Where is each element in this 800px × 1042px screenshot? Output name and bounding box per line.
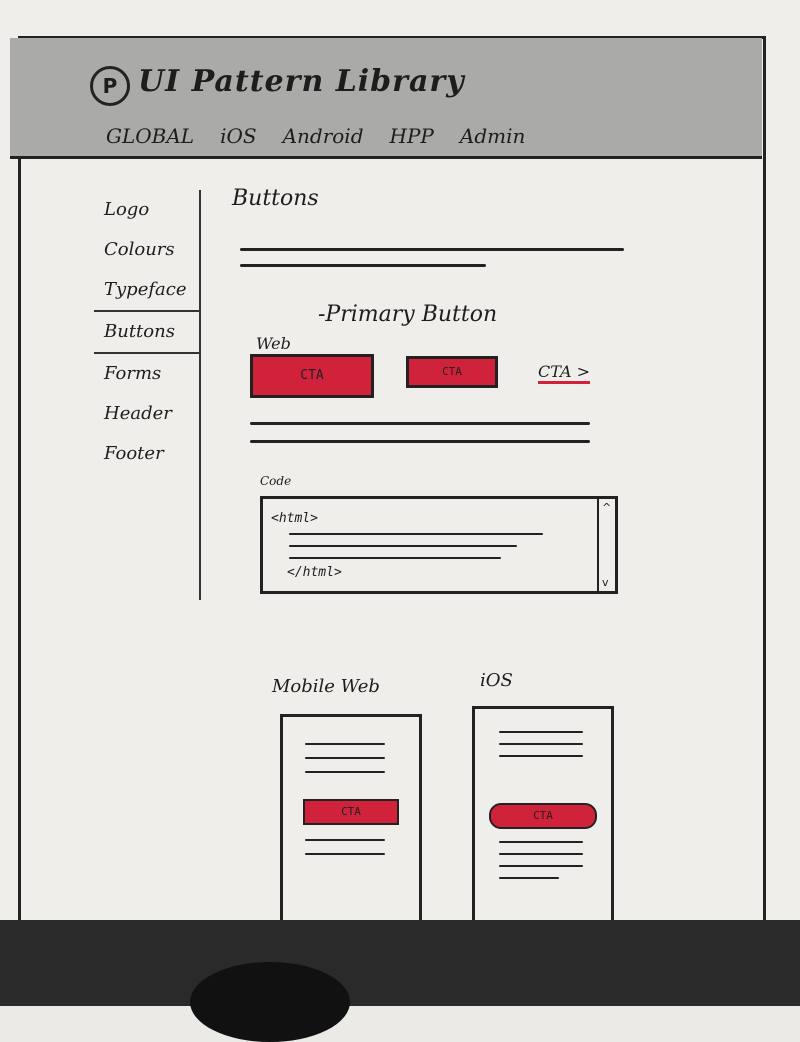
sidebar-item-buttons[interactable]: Buttons xyxy=(94,310,200,354)
cta-button-large[interactable]: CTA xyxy=(250,354,374,398)
text-line xyxy=(499,865,583,867)
code-line xyxy=(289,545,517,547)
text-line xyxy=(305,853,385,855)
desk-surface xyxy=(0,920,800,1006)
app-header: P UI Pattern Library GLOBAL iOS Android … xyxy=(10,38,762,159)
browser-frame xyxy=(18,36,766,939)
sidebar-item-footer[interactable]: Footer xyxy=(104,443,164,464)
code-line xyxy=(289,557,501,559)
page-title: Buttons xyxy=(232,186,319,211)
code-open-tag: <html> xyxy=(271,511,318,526)
text-line xyxy=(499,841,583,843)
ios-label: iOS xyxy=(480,670,513,691)
sidebar-item-forms[interactable]: Forms xyxy=(104,363,162,384)
sidebar: Logo Colours Typeface Buttons Forms Head… xyxy=(94,190,201,600)
code-label: Code xyxy=(260,474,292,488)
mobile-web-cta-button[interactable]: CTA xyxy=(303,799,399,825)
nav-item-admin[interactable]: Admin xyxy=(459,124,526,148)
nav-item-hpp[interactable]: HPP xyxy=(389,124,434,148)
logo-icon[interactable]: P xyxy=(90,66,130,106)
code-scrollbar[interactable]: ^ v xyxy=(597,499,615,591)
scroll-down-icon[interactable]: v xyxy=(602,576,609,589)
mobile-web-label: Mobile Web xyxy=(272,676,380,697)
subsection-title: -Primary Button xyxy=(318,302,498,327)
desk-object xyxy=(190,962,350,1042)
code-close-tag: </html> xyxy=(287,565,342,580)
description-line xyxy=(250,440,590,443)
text-line xyxy=(305,757,385,759)
cta-text-link[interactable]: CTA > xyxy=(538,362,591,384)
nav-item-ios[interactable]: iOS xyxy=(220,124,257,148)
ios-mockup: CTA xyxy=(472,706,614,923)
ios-cta-button[interactable]: CTA xyxy=(489,803,597,829)
sidebar-item-logo[interactable]: Logo xyxy=(104,199,150,220)
web-label: Web xyxy=(256,334,291,353)
app-title: UI Pattern Library xyxy=(138,64,465,99)
text-line xyxy=(305,839,385,841)
sidebar-item-header[interactable]: Header xyxy=(104,403,172,424)
text-line xyxy=(499,877,559,879)
text-line xyxy=(305,771,385,773)
text-line xyxy=(499,731,583,733)
text-line xyxy=(305,743,385,745)
code-snippet-box[interactable]: <html> </html> ^ v xyxy=(260,496,618,594)
nav-item-android[interactable]: Android xyxy=(282,124,364,148)
nav-item-global[interactable]: GLOBAL xyxy=(106,124,195,148)
top-navigation: GLOBAL iOS Android HPP Admin xyxy=(106,124,525,148)
description-line xyxy=(250,422,590,425)
text-line xyxy=(499,743,583,745)
scroll-up-icon[interactable]: ^ xyxy=(602,501,612,514)
text-line xyxy=(499,853,583,855)
sidebar-item-colours[interactable]: Colours xyxy=(104,239,175,260)
code-line xyxy=(289,533,543,535)
cta-button-small[interactable]: CTA xyxy=(406,356,498,388)
description-line xyxy=(240,264,486,267)
sidebar-item-typeface[interactable]: Typeface xyxy=(104,279,187,300)
mobile-web-mockup: CTA xyxy=(280,714,422,923)
text-line xyxy=(499,755,583,757)
description-line xyxy=(240,248,624,251)
